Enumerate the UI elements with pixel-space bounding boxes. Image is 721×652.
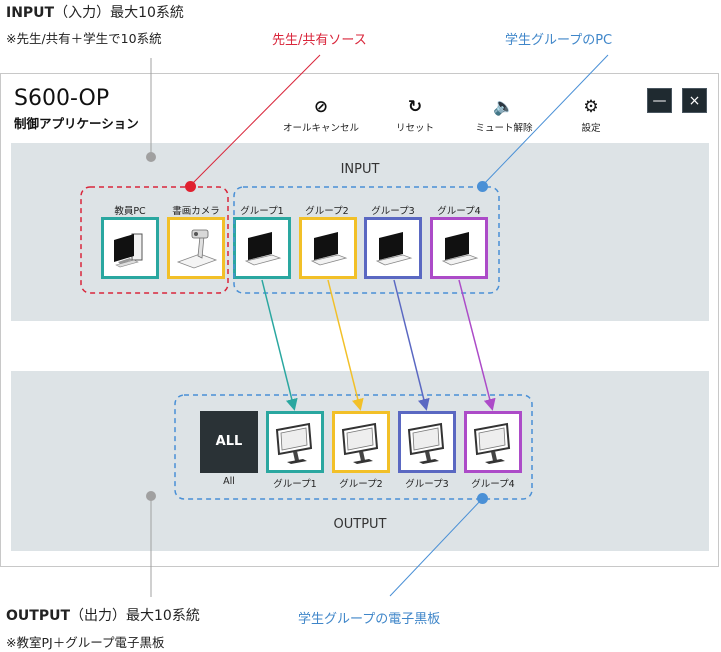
source-group2[interactable]: [299, 217, 357, 279]
all-cancel-label: オールキャンセル: [282, 123, 359, 134]
monitor-icon: [341, 422, 379, 464]
document-camera-icon: [176, 229, 218, 269]
input-panel-label: INPUT: [340, 162, 380, 177]
output-all-button[interactable]: ALL: [200, 411, 258, 473]
callout-student-pc: 学生グループのPC: [505, 33, 613, 48]
teacher-share-group-outline: [80, 186, 229, 294]
laptop-icon: [244, 232, 282, 266]
app-title: S600-OP: [14, 86, 110, 111]
source-label-teacher-pc: 教員PC: [114, 206, 146, 217]
callout-student-board: 学生グループの電子黒板: [298, 612, 441, 627]
unmute-label: ミュート解除: [475, 123, 533, 134]
input-annotation-dot: [146, 152, 156, 162]
target-label-group4: グループ4: [471, 479, 515, 490]
unmute-button[interactable]: 🔈 ミュート解除: [459, 96, 549, 134]
output-annotation-heading: OUTPUT: [6, 608, 70, 624]
callout-teacher-share: 先生/共有ソース: [272, 33, 367, 48]
source-label-group1: グループ1: [240, 206, 284, 217]
monitor-icon: [407, 422, 445, 464]
close-button[interactable]: ×: [682, 88, 707, 113]
student-pc-dot: [477, 181, 488, 192]
laptop-icon: [441, 232, 479, 266]
target-label-group1: グループ1: [273, 479, 317, 490]
settings-button[interactable]: ⚙ 設定: [546, 96, 636, 134]
student-pc-group-outline: [233, 186, 500, 294]
source-group3[interactable]: [364, 217, 422, 279]
settings-label: 設定: [581, 123, 601, 134]
output-group3[interactable]: [398, 411, 456, 473]
input-annotation-title: INPUT（入力）最大10系統: [6, 2, 184, 22]
monitor-icon: [473, 422, 511, 464]
target-label-group3: グループ3: [405, 479, 449, 490]
source-label-group2: グループ2: [305, 206, 349, 217]
source-doc-camera[interactable]: [167, 217, 225, 279]
output-annotation-dot: [146, 491, 156, 501]
route-group2: [327, 279, 364, 411]
laptop-icon: [375, 232, 413, 266]
route-group1: [261, 279, 298, 411]
output-all-label: All: [223, 476, 235, 487]
source-label-doc-camera: 書画カメラ: [172, 206, 220, 217]
laptop-icon: [310, 232, 348, 266]
all-cancel-button[interactable]: ⊘ オールキャンセル: [276, 96, 366, 134]
teacher-share-dot: [185, 181, 196, 192]
route-group3: [393, 279, 430, 411]
output-panel-label: OUTPUT: [333, 517, 387, 532]
reset-label: リセット: [395, 123, 434, 134]
reset-icon: ↻: [407, 97, 423, 117]
output-annotation-title: OUTPUT（出力）最大10系統: [6, 605, 200, 625]
source-group1[interactable]: [233, 217, 291, 279]
source-group4[interactable]: [430, 217, 488, 279]
output-annotation-sub: ※教室PJ＋グループ電子黒板: [6, 635, 165, 650]
app-subtitle: 制御アプリケーション: [14, 116, 139, 131]
input-annotation-sub: ※先生/共有＋学生で10系統: [6, 31, 162, 46]
desktop-pc-icon: [114, 233, 143, 268]
source-label-group3: グループ3: [371, 206, 415, 217]
student-pc-callout-line: [481, 54, 609, 187]
target-label-group2: グループ2: [339, 479, 383, 490]
cancel-icon: ⊘: [313, 97, 329, 117]
student-board-callout-line: [389, 498, 483, 597]
teacher-share-callout-line: [189, 54, 321, 187]
mute-icon: 🔈: [493, 97, 515, 117]
gear-icon: ⚙: [583, 97, 599, 117]
source-label-group4: グループ4: [437, 206, 481, 217]
input-annotation-detail: （入力）最大10系統: [54, 5, 184, 21]
output-group1[interactable]: [266, 411, 324, 473]
input-annotation-heading: INPUT: [6, 5, 55, 21]
output-annotation-detail: （出力）最大10系統: [70, 608, 200, 624]
output-group-outline: [174, 394, 533, 500]
reset-button[interactable]: ↻ リセット: [370, 96, 460, 134]
output-group4[interactable]: [464, 411, 522, 473]
student-board-dot: [477, 493, 488, 504]
output-group2[interactable]: [332, 411, 390, 473]
route-group4: [458, 279, 496, 411]
minimize-button[interactable]: —: [647, 88, 672, 113]
source-teacher-pc[interactable]: [101, 217, 159, 279]
monitor-icon: [275, 422, 313, 464]
